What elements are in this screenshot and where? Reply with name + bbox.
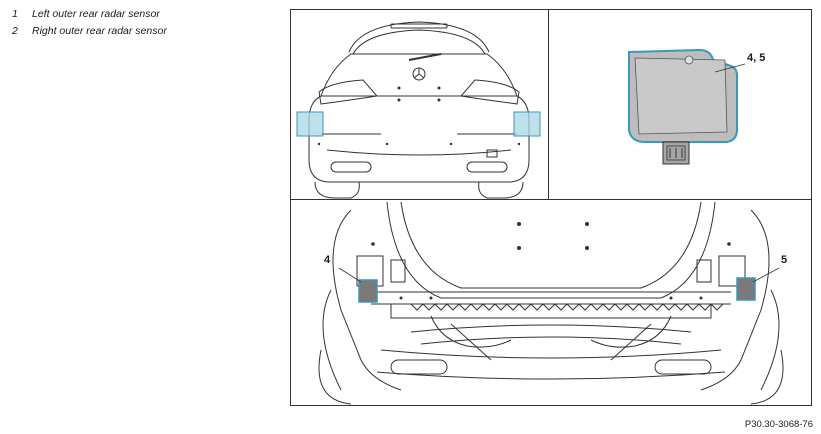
right-sensor-highlight	[513, 111, 541, 137]
bumper-underside-illustration	[318, 201, 784, 405]
radar-module-panel: 4, 5	[549, 10, 811, 200]
radar-module-illustration	[628, 48, 746, 165]
right-sensor-module	[736, 277, 756, 301]
legend-text: Left outer rear radar sensor	[32, 8, 160, 20]
legend-number: 2	[12, 25, 18, 37]
legend-item-1: 1 Left outer rear radar sensor	[12, 6, 167, 23]
legend-item-2: 2 Right outer rear radar sensor	[12, 23, 167, 40]
car-rear-illustration	[296, 21, 541, 199]
bumper-underside-panel: 4 5	[291, 200, 811, 405]
callout-left: 4	[324, 254, 331, 266]
legend-number: 1	[12, 8, 18, 20]
left-sensor-highlight	[296, 111, 324, 137]
technical-figure: 4, 5	[290, 9, 812, 406]
legend-text: Right outer rear radar sensor	[32, 25, 167, 37]
legend: 1 Left outer rear radar sensor 2 Right o…	[12, 6, 167, 40]
callout-right: 5	[781, 254, 788, 266]
figure-reference: P30.30-3068-76	[744, 419, 813, 430]
car-rear-view-panel	[291, 10, 549, 200]
left-sensor-module	[358, 279, 378, 303]
callout-module: 4, 5	[747, 52, 766, 64]
